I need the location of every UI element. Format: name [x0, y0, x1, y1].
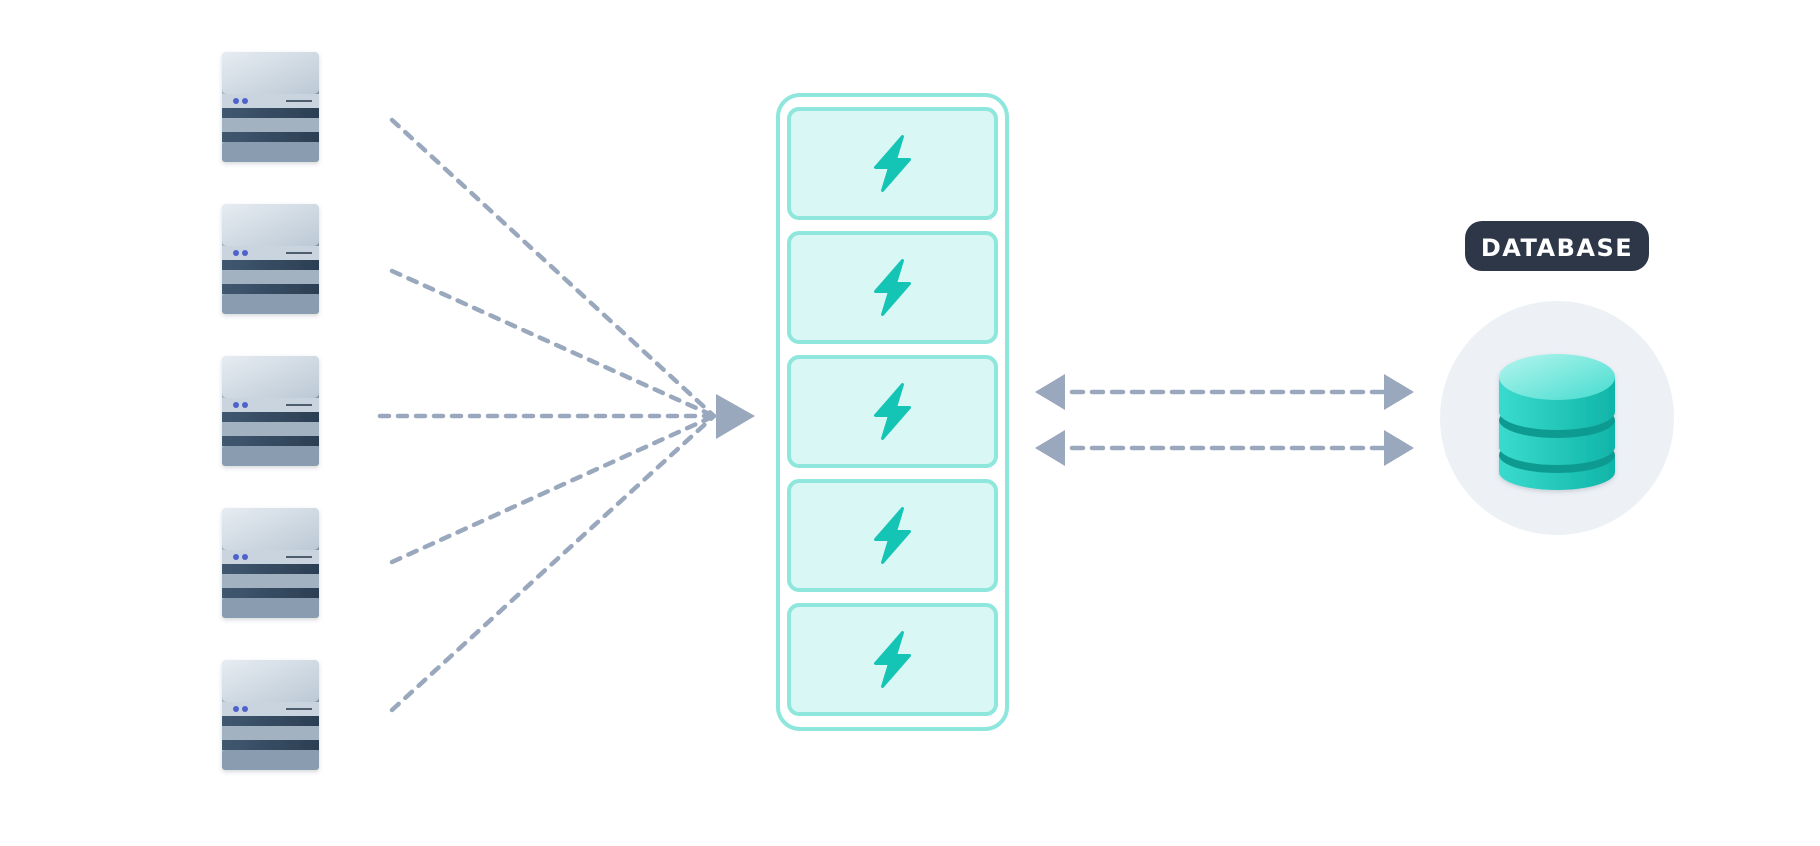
lightning-bolt-icon — [874, 259, 911, 316]
pool-slot — [787, 231, 998, 344]
lightning-bolt-icon — [874, 507, 911, 564]
database-label-badge — [1465, 221, 1649, 271]
pool-slot — [787, 479, 998, 592]
bidirectional-connector-top — [1035, 374, 1414, 410]
lightning-bolt-icon — [874, 383, 911, 440]
database-icon — [1440, 301, 1674, 535]
database-label-text: DATABASE — [1481, 234, 1633, 262]
right-arrowhead — [1384, 374, 1414, 410]
fan-in-connector — [389, 268, 717, 419]
pool-slot — [787, 107, 998, 220]
pool-slot — [787, 603, 998, 716]
pool-slot — [787, 355, 998, 468]
pool-slots — [787, 107, 998, 716]
pool-entry-arrowhead — [716, 394, 755, 439]
bidirectional-connector-bottom — [1035, 430, 1414, 466]
client-servers — [222, 52, 319, 770]
left-arrowhead — [1035, 430, 1065, 466]
fan-in-connectors — [377, 117, 717, 713]
database-label: DATABASE — [1465, 221, 1649, 271]
fan-in-connector — [389, 413, 717, 565]
server-icon — [222, 356, 319, 466]
lightning-bolt-icon — [874, 135, 911, 192]
right-arrowhead — [1384, 430, 1414, 466]
server-icon — [222, 52, 319, 162]
server-icon — [222, 508, 319, 618]
left-arrowhead — [1035, 374, 1065, 410]
fan-in-connector — [389, 413, 717, 713]
connection-pool — [776, 93, 1009, 731]
pool-database-connectors — [1035, 374, 1414, 466]
lightning-bolt-icon — [874, 631, 911, 688]
server-icon — [222, 204, 319, 314]
fan-in-connector — [389, 117, 717, 419]
server-icon — [222, 660, 319, 770]
